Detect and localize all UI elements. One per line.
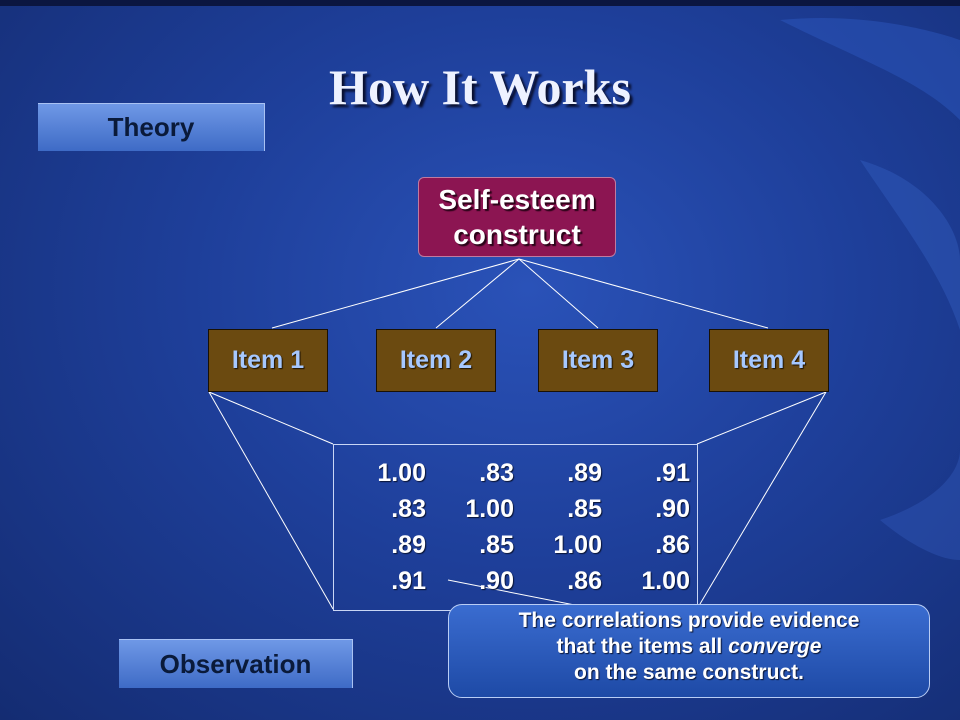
matrix-row: .83 1.00 .85 .90 [338, 491, 690, 527]
matrix-cell: .90 [655, 495, 690, 523]
connector-item4-matrix-top [696, 391, 827, 445]
matrix-cell: .85 [479, 531, 514, 559]
construct-label-line1: Self-esteem [438, 184, 596, 215]
top-bar [0, 0, 960, 6]
connector-item1-matrix-bottom [208, 391, 334, 610]
connector-construct-item3 [518, 258, 599, 329]
matrix-cell: 1.00 [377, 459, 426, 487]
observation-label: Observation [119, 639, 353, 688]
matrix-cell: .91 [655, 459, 690, 487]
matrix-cell: .89 [391, 531, 426, 559]
matrix-row: 1.00 .83 .89 .91 [338, 455, 690, 491]
note-line-2-text: that the items all [556, 635, 729, 658]
matrix-cell: .83 [479, 459, 514, 487]
connector-item4-matrix-bottom [696, 391, 827, 610]
item-1-box: Item 1 [208, 329, 328, 392]
correlation-matrix: 1.00 .83 .89 .91 .83 1.00 .85 .90 .89 .8… [333, 444, 698, 611]
matrix-cell: .90 [479, 567, 514, 595]
convergence-note: The correlations provide evidence that t… [448, 604, 930, 698]
note-emphasis: converge [728, 635, 822, 658]
matrix-cell: .89 [567, 459, 602, 487]
matrix-cell: .91 [391, 567, 426, 595]
note-line-1: The correlations provide evidence [518, 609, 860, 632]
matrix-cell: .83 [391, 495, 426, 523]
matrix-cell: .85 [567, 495, 602, 523]
item-2-box: Item 2 [376, 329, 496, 392]
construct-label-line2: construct [453, 219, 581, 250]
note-line-3: on the same construct. [574, 661, 804, 684]
matrix-cell: 1.00 [553, 531, 602, 559]
theory-label: Theory [38, 103, 265, 151]
note-line-2: that the items all converge [449, 634, 929, 660]
matrix-cell: .86 [567, 567, 602, 595]
item-3-box: Item 3 [538, 329, 658, 392]
page-title: How It Works [329, 59, 631, 115]
matrix-cell: .86 [655, 531, 690, 559]
connector-construct-item4 [518, 258, 769, 329]
item-4-box: Item 4 [709, 329, 829, 392]
self-esteem-construct-box: Self-esteem construct [418, 177, 616, 257]
connector-construct-item1 [271, 258, 520, 329]
connector-item1-matrix-top [208, 391, 334, 445]
correlation-table: 1.00 .83 .89 .91 .83 1.00 .85 .90 .89 .8… [338, 455, 690, 599]
connector-construct-item2 [435, 258, 520, 329]
matrix-cell: 1.00 [465, 495, 514, 523]
matrix-cell: 1.00 [641, 567, 690, 595]
matrix-row: .89 .85 1.00 .86 [338, 527, 690, 563]
matrix-row: .91 .90 .86 1.00 [338, 563, 690, 599]
